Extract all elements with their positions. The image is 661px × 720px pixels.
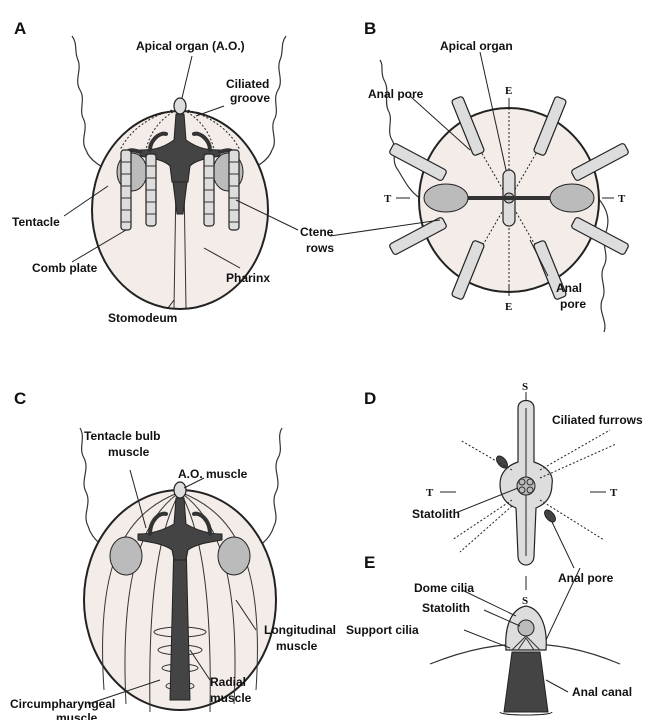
panel-b-axis-t-left: T: [384, 193, 392, 205]
panel-b-tentacle-left: [380, 60, 420, 198]
panel-d-letter: D: [364, 389, 376, 408]
panel-a-label-ciliated-groove-2: groove: [230, 91, 270, 105]
panel-b-axis-t-right: T: [618, 193, 626, 205]
panel-b-tentacle-bulb-left: [424, 184, 468, 212]
panel-b-label-anal-pore-bottom-2: pore: [560, 297, 586, 311]
panel-a-label-ctene-rows: Ctene: [300, 225, 334, 239]
panel-b-tentacle-right: [598, 198, 608, 332]
panel-e-label-anal-canal: Anal canal: [572, 685, 632, 699]
panel-a-label-stomodeum: Stomodeum: [108, 311, 177, 325]
panel-d: D Ciliated furrows Statolith Anal pore S…: [364, 381, 643, 607]
panel-b: B: [330, 19, 629, 332]
panel-c-tentacle-bulb-left: [110, 537, 142, 575]
panel-d-axis-s-bottom: S: [522, 595, 528, 607]
panel-e-label-support-cilia: Support cilia: [346, 623, 419, 637]
panel-c-label-radial-muscle-2: muscle: [210, 691, 252, 705]
panel-c-label-ao-muscle: A.O. muscle: [178, 467, 248, 481]
panel-e-statolith: [518, 620, 534, 636]
panel-a-label-ctene-rows-2: rows: [306, 241, 334, 255]
panel-c-label-radial-muscle: Radial: [210, 675, 246, 689]
panel-b-axis-e-bottom: E: [505, 301, 512, 313]
panel-a-label-pharinx: Pharinx: [226, 271, 270, 285]
panel-a-letter: A: [14, 19, 26, 38]
panel-a-label-ciliated-groove: Ciliated: [226, 77, 269, 91]
panel-c-tentacle-bulb-right: [218, 537, 250, 575]
panel-c-letter: C: [14, 389, 26, 408]
panel-c-label-tentacle-bulb-muscle-2: muscle: [108, 445, 150, 459]
panel-e-letter: E: [364, 553, 375, 572]
panel-b-tentacle-bulb-right: [550, 184, 594, 212]
panel-c-label-longitudinal-muscle-2: muscle: [276, 639, 318, 653]
panel-c-pharynx: [170, 540, 190, 700]
panel-e-label-statolith: Statolith: [422, 601, 470, 615]
panel-a-label-apical-organ: Apical organ (A.O.): [136, 39, 245, 53]
panel-d-label-statolith: Statolith: [412, 507, 460, 521]
panel-d-label-ciliated-furrows: Ciliated furrows: [552, 413, 643, 427]
panel-e-label-dome-cilia: Dome cilia: [414, 581, 474, 595]
panel-c-label-longitudinal-muscle: Longitudinal: [264, 623, 336, 637]
panel-b-label-apical-organ: Apical organ: [440, 39, 513, 53]
panel-d-anal-pore-right: [542, 508, 557, 524]
panel-b-label-anal-pore: Anal pore: [368, 87, 424, 101]
panel-a-apical-organ: [174, 98, 186, 114]
panel-d-axis-s-top: S: [522, 381, 528, 393]
panel-c-label-circumpharyngeal-muscle: Circumpharyngeal: [10, 697, 115, 711]
panel-c-label-tentacle-bulb-muscle: Tentacle bulb: [84, 429, 160, 443]
panel-d-label-anal-pore: Anal pore: [558, 571, 614, 585]
panel-d-axis-t-right: T: [610, 487, 618, 499]
panel-b-letter: B: [364, 19, 376, 38]
panel-c-apical-organ: [174, 482, 186, 498]
panel-b-axis-e-top: E: [505, 85, 512, 97]
panel-e-anal-canal: [504, 652, 548, 712]
panel-d-axis-t-left: T: [426, 487, 434, 499]
panel-a-label-tentacle: Tentacle: [12, 215, 60, 229]
panel-a: A: [12, 19, 334, 325]
panel-c-label-circumpharyngeal-muscle-2: muscle: [56, 711, 98, 720]
panel-c: C: [10, 389, 336, 720]
panel-b-label-anal-pore-bottom: Anal: [556, 281, 582, 295]
panel-d-ciliated-furrows: [540, 430, 616, 478]
panel-a-label-comb-plate: Comb plate: [32, 261, 98, 275]
